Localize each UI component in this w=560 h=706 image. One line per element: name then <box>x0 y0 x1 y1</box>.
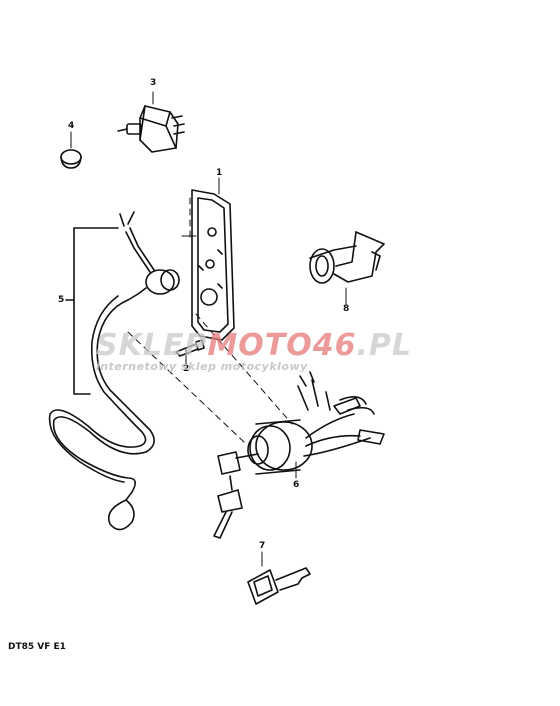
assembly-dashed-lines <box>127 197 293 443</box>
control-plate-part-1 <box>191 189 235 341</box>
model-code-label: DT85 VF E1 <box>8 642 66 652</box>
toggle-switch-part-3 <box>117 105 185 153</box>
leader-lines <box>70 91 347 567</box>
watermark-brand: SKLEPMOTO46.PL <box>96 328 413 363</box>
callout-5: 5 <box>58 295 65 305</box>
cap-part-4 <box>60 149 82 169</box>
callout-7: 7 <box>259 541 266 551</box>
key-set-on-ignition <box>213 451 259 539</box>
callout-4: 4 <box>68 121 75 131</box>
ignition-switch-part-6 <box>247 371 385 475</box>
watermark-tagline: internetowy sklep motocyklowy <box>96 360 308 373</box>
key-part-7 <box>247 567 311 605</box>
callout-2: 2 <box>183 364 190 374</box>
callout-8: 8 <box>343 304 350 314</box>
bracket-part-8 <box>309 231 385 284</box>
callout-6: 6 <box>293 480 300 490</box>
stop-switch-part-5 <box>48 211 180 531</box>
screw-part-2 <box>175 339 205 357</box>
callout-3: 3 <box>150 78 157 88</box>
callout-1: 1 <box>216 168 223 178</box>
